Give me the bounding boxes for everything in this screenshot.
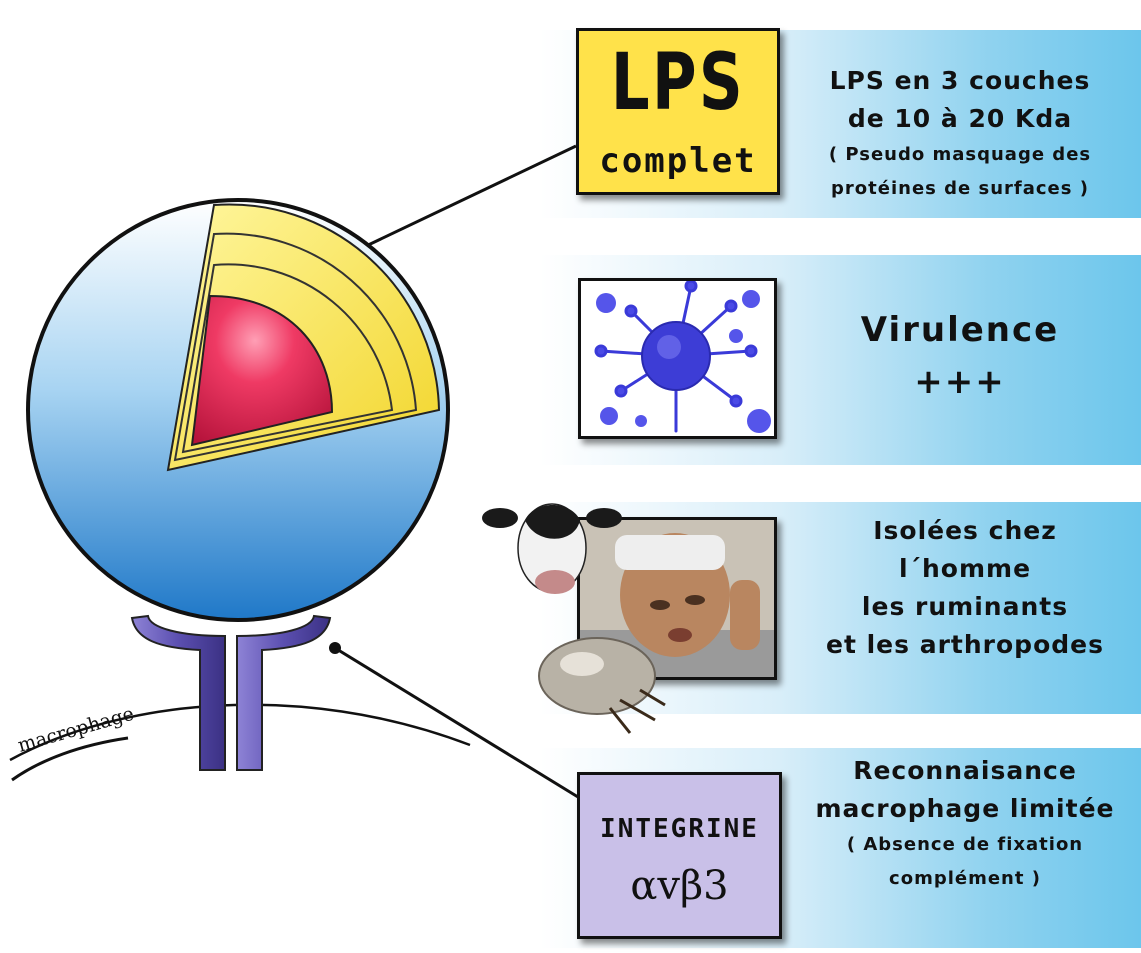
virulence-line2: +++: [914, 362, 1006, 402]
integrine-info-line3: ( Absence de fixation: [846, 834, 1084, 855]
lps-box-subtitle: complet: [599, 141, 757, 181]
lps-box-title: LPS: [610, 38, 746, 128]
lps-info-line4: protéines de surfaces ): [831, 178, 1089, 199]
lps-info-line1: LPS en 3 couches: [829, 66, 1091, 95]
hosts-line4: et les arthropodes: [826, 630, 1104, 659]
hosts-photo-image: [580, 520, 774, 677]
hosts-info: Isolées chez l´homme les ruminants et le…: [800, 512, 1130, 664]
bacterium-core: [190, 294, 334, 447]
integrine-leader-line: [334, 646, 579, 799]
macrophage-label-curve: [11, 736, 129, 782]
integrine-box-subtitle: αvβ3: [630, 863, 729, 909]
virus-icon: [594, 281, 771, 433]
integrine-info-line1: Reconnaisance: [853, 756, 1077, 785]
integrine-info-line4: complément ): [889, 868, 1041, 889]
hosts-line3: les ruminants: [861, 592, 1069, 621]
hosts-photo: [577, 517, 777, 680]
integrine-receptor: [130, 614, 332, 771]
lps-complet-box: LPS complet: [576, 28, 780, 195]
integrine-leader-dot: [329, 642, 341, 654]
lps-info-line2: de 10 à 20 Kda: [847, 104, 1073, 133]
lps-leader-line: [342, 144, 577, 259]
lps-info: LPS en 3 couches de 10 à 20 Kda ( Pseudo…: [800, 62, 1120, 206]
integrine-box-title: INTEGRINE: [600, 814, 759, 844]
virus-image: [578, 278, 777, 439]
integrine-box: INTEGRINE αvβ3: [577, 772, 782, 939]
bacterium-sphere: [26, 198, 450, 622]
hosts-line1: Isolées chez: [873, 516, 1057, 545]
integrine-info-line2: macrophage limitée: [815, 794, 1115, 823]
lps-layer-3: [181, 263, 394, 454]
integrine-info: Reconnaisance macrophage limitée ( Absen…: [800, 752, 1130, 896]
lps-layer-2: [173, 232, 418, 462]
hosts-line2: l´homme: [898, 554, 1032, 583]
virulence-info: Virulence +++: [800, 304, 1120, 408]
virulence-line1: Virulence: [860, 310, 1060, 350]
lps-info-line3: ( Pseudo masquage des: [828, 144, 1092, 165]
